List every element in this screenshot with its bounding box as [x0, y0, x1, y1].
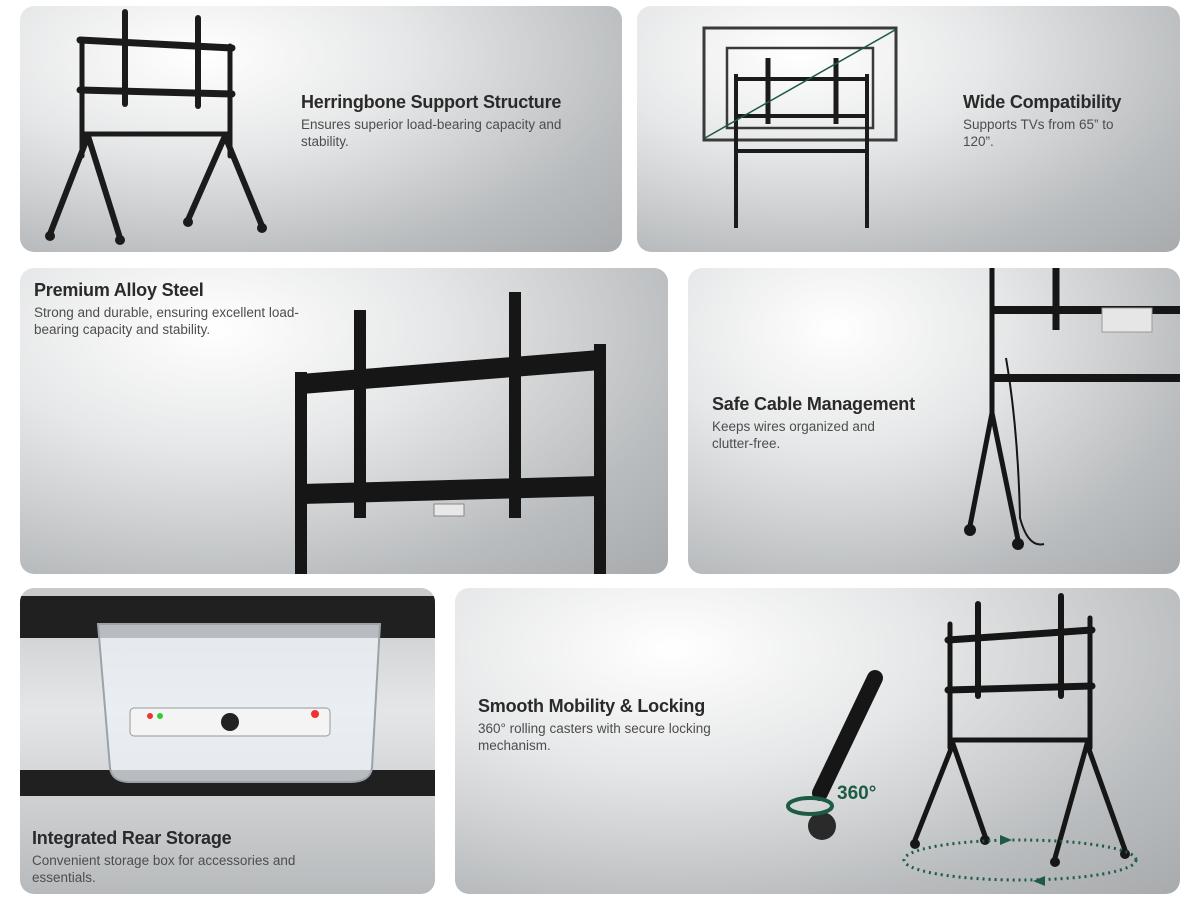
- feature-panel-rear-storage: Integrated Rear Storage Convenient stora…: [20, 588, 435, 894]
- feature-description: Keeps wires organized and clutter-free.: [712, 419, 875, 451]
- tv-size-diagram: [702, 26, 898, 228]
- rotation-label: 360°: [837, 783, 877, 804]
- feature-panel-alloy-steel: Premium Alloy Steel Strong and durable, …: [20, 268, 668, 574]
- feature-panel-cable-management: Safe Cable Management Keeps wires organi…: [688, 268, 1180, 574]
- feature-panel-mobility: 360° Smooth Mobility & Locking 360° roll…: [455, 588, 1180, 894]
- feature-description: Supports TVs from 65” to 120”.: [963, 117, 1114, 149]
- feature-panel-compatibility: Wide Compatibility Supports TVs from 65”…: [637, 6, 1180, 252]
- feature-description: Convenient storage box for accessories a…: [32, 853, 296, 885]
- feature-description: Strong and durable, ensuring excellent l…: [34, 305, 299, 337]
- feature-description: Ensures superior load-bearing capacity a…: [301, 117, 562, 149]
- feature-panel-herringbone: Herringbone Support Structure Ensures su…: [20, 6, 622, 252]
- cable-management-image: [964, 268, 1180, 550]
- storage-box-image: [20, 596, 435, 796]
- mobile-stand-image: [786, 593, 1138, 886]
- feature-title: Smooth Mobility & Locking: [478, 696, 705, 716]
- feature-title: Integrated Rear Storage: [32, 828, 232, 848]
- feature-title: Safe Cable Management: [712, 394, 915, 414]
- feature-title: Herringbone Support Structure: [301, 92, 562, 112]
- feature-title: Wide Compatibility: [963, 92, 1122, 112]
- feature-description: 360° rolling casters with secure locking…: [478, 721, 711, 753]
- tv-stand-image: [45, 9, 267, 245]
- stand-closeup-image: [295, 292, 606, 574]
- feature-title: Premium Alloy Steel: [34, 280, 204, 300]
